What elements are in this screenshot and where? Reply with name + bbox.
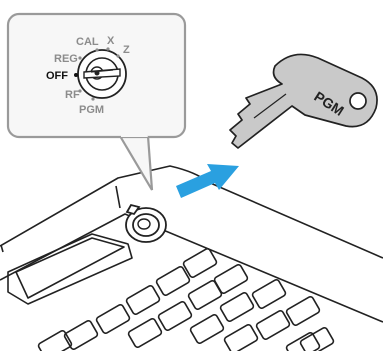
insert-arrow <box>176 164 239 198</box>
cash-register-icon <box>0 165 383 351</box>
key-icon <box>229 53 378 149</box>
register-left-edge <box>0 244 4 253</box>
register-mid-edge <box>0 213 383 323</box>
x-dot <box>106 47 110 51</box>
rf-dot <box>78 89 82 93</box>
dial-label-off: OFF <box>46 70 68 82</box>
pgm-dot <box>91 97 95 101</box>
mode-dial-icon <box>74 47 127 101</box>
reg-dot <box>78 56 82 60</box>
dial-label-cal: CAL <box>76 36 99 48</box>
dial-label-rf: RF <box>65 89 80 101</box>
key-slot[interactable] <box>125 203 167 243</box>
dial-label-pgm: PGM <box>79 104 104 116</box>
register-step-edge <box>115 185 121 209</box>
keypad <box>37 248 335 351</box>
dial-label-x: X <box>107 35 115 47</box>
off-dot <box>74 73 78 77</box>
dial-label-reg: REG <box>54 53 78 65</box>
display-window <box>7 233 133 305</box>
z-dot <box>116 54 120 58</box>
cal-dot <box>95 48 99 52</box>
dial-label-z: Z <box>123 44 130 56</box>
callout-pointer <box>119 135 154 191</box>
callout-join <box>121 135 148 137</box>
